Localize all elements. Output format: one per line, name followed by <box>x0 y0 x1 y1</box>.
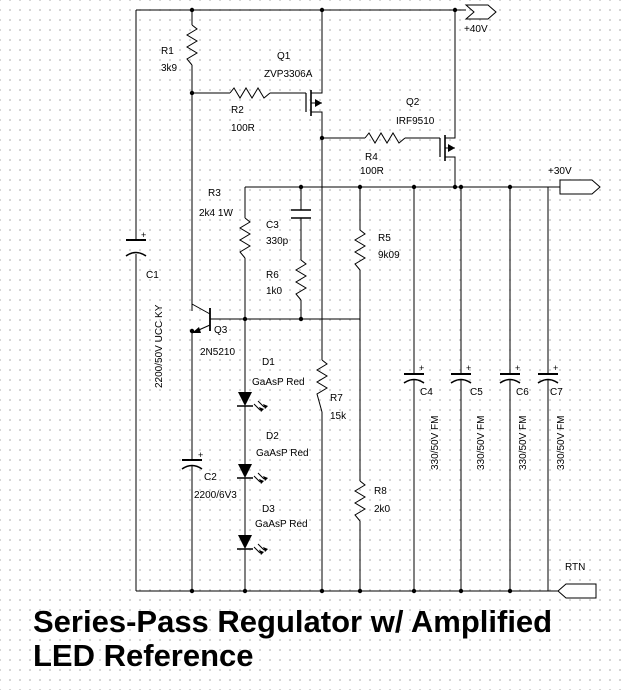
c2-ref: C2 <box>204 472 217 483</box>
c3-value: 330p <box>266 236 289 247</box>
port-30v-label: +30V <box>548 166 572 177</box>
port-40v-flag <box>464 4 497 20</box>
r3-value: 2k4 1W <box>199 208 233 219</box>
diagram-title-line1: Series-Pass Regulator w/ Amplified <box>33 604 553 639</box>
q1-value: ZVP3306A <box>264 69 313 80</box>
d1-value: GaAsP Red <box>252 377 305 388</box>
port-30v-flag <box>559 179 601 195</box>
resistor-r2-symbol <box>229 87 271 99</box>
r1-value: 3k9 <box>161 63 178 74</box>
capacitor-c6-symbol: + <box>499 363 521 384</box>
q2-value: IRF9510 <box>396 116 435 127</box>
r4-value: 100R <box>360 166 384 177</box>
schematic-diagram: +40V +30V RTN R1 3k9 R2 100R R4 100R R3 … <box>125 4 601 599</box>
c5-ref: C5 <box>470 387 483 398</box>
junction-dots <box>189 7 513 594</box>
capacitor-c5-symbol: + <box>450 363 472 384</box>
r8-ref: R8 <box>374 486 387 497</box>
c2-value: 2200/6V3 <box>194 490 237 501</box>
port-rtn-label: RTN <box>565 562 585 573</box>
q2-ref: Q2 <box>406 97 420 108</box>
r2-ref: R2 <box>231 105 244 116</box>
capacitor-c1-symbol: + <box>125 230 147 257</box>
capacitor-c4-symbol: + <box>403 363 425 384</box>
c1-ref: C1 <box>146 270 159 281</box>
resistor-r8-symbol <box>354 480 366 522</box>
c6-ref: C6 <box>516 387 529 398</box>
r5-ref: R5 <box>378 233 391 244</box>
q3-value: 2N5210 <box>200 347 235 358</box>
bjt-q3-symbol <box>191 303 211 334</box>
svg-text:+: + <box>141 230 146 240</box>
r5-value: 9k09 <box>378 250 400 261</box>
c1-value: 2200/50V UCC KY <box>154 304 165 388</box>
c3-ref: C3 <box>266 220 279 231</box>
d3-value: GaAsP Red <box>255 519 308 530</box>
capacitor-c3-symbol <box>291 209 311 219</box>
d2-value: GaAsP Red <box>256 448 309 459</box>
svg-text:+: + <box>466 363 471 373</box>
resistor-r7-symbol <box>316 359 328 413</box>
r7-ref: R7 <box>330 393 343 404</box>
r6-ref: R6 <box>266 270 279 281</box>
d1-ref: D1 <box>262 357 275 368</box>
c4-value: 330/50V FM <box>430 416 441 470</box>
led-d2-symbol <box>237 464 268 484</box>
resistor-r5-symbol <box>354 229 366 271</box>
r4-ref: R4 <box>365 152 378 163</box>
r2-value: 100R <box>231 123 255 134</box>
svg-text:+: + <box>553 363 558 373</box>
mosfet-q1-symbol <box>305 85 323 120</box>
d3-ref: D3 <box>262 504 275 515</box>
r7-value: 15k <box>330 411 347 422</box>
svg-text:+: + <box>198 450 203 460</box>
r3-ref: R3 <box>208 188 221 199</box>
r8-value: 2k0 <box>374 504 391 515</box>
c6-value: 330/50V FM <box>518 416 529 470</box>
r6-value: 1k0 <box>266 286 283 297</box>
c4-ref: C4 <box>420 387 433 398</box>
c7-ref: C7 <box>550 387 563 398</box>
svg-text:+: + <box>419 363 424 373</box>
svg-text:+: + <box>515 363 520 373</box>
resistor-r1-symbol <box>186 24 198 66</box>
wires <box>135 9 566 592</box>
c7-value: 330/50V FM <box>556 416 567 470</box>
led-d3-symbol <box>237 535 268 555</box>
c5-value: 330/50V FM <box>476 416 487 470</box>
led-d1-symbol <box>237 392 268 412</box>
resistor-r3-symbol <box>239 217 251 259</box>
resistor-r4-symbol <box>364 132 406 144</box>
diagram-title-line2: LED Reference <box>33 638 254 673</box>
d2-ref: D2 <box>266 431 279 442</box>
q3-ref: Q3 <box>214 325 228 336</box>
mosfet-q2-symbol <box>439 130 456 165</box>
q1-ref: Q1 <box>277 51 291 62</box>
capacitor-c7-symbol: + <box>537 363 559 384</box>
capacitor-c2-symbol: + <box>181 450 203 470</box>
r1-ref: R1 <box>161 46 174 57</box>
port-40v-label: +40V <box>464 24 488 35</box>
resistor-r6-symbol <box>295 259 307 301</box>
port-rtn-flag <box>557 583 597 599</box>
